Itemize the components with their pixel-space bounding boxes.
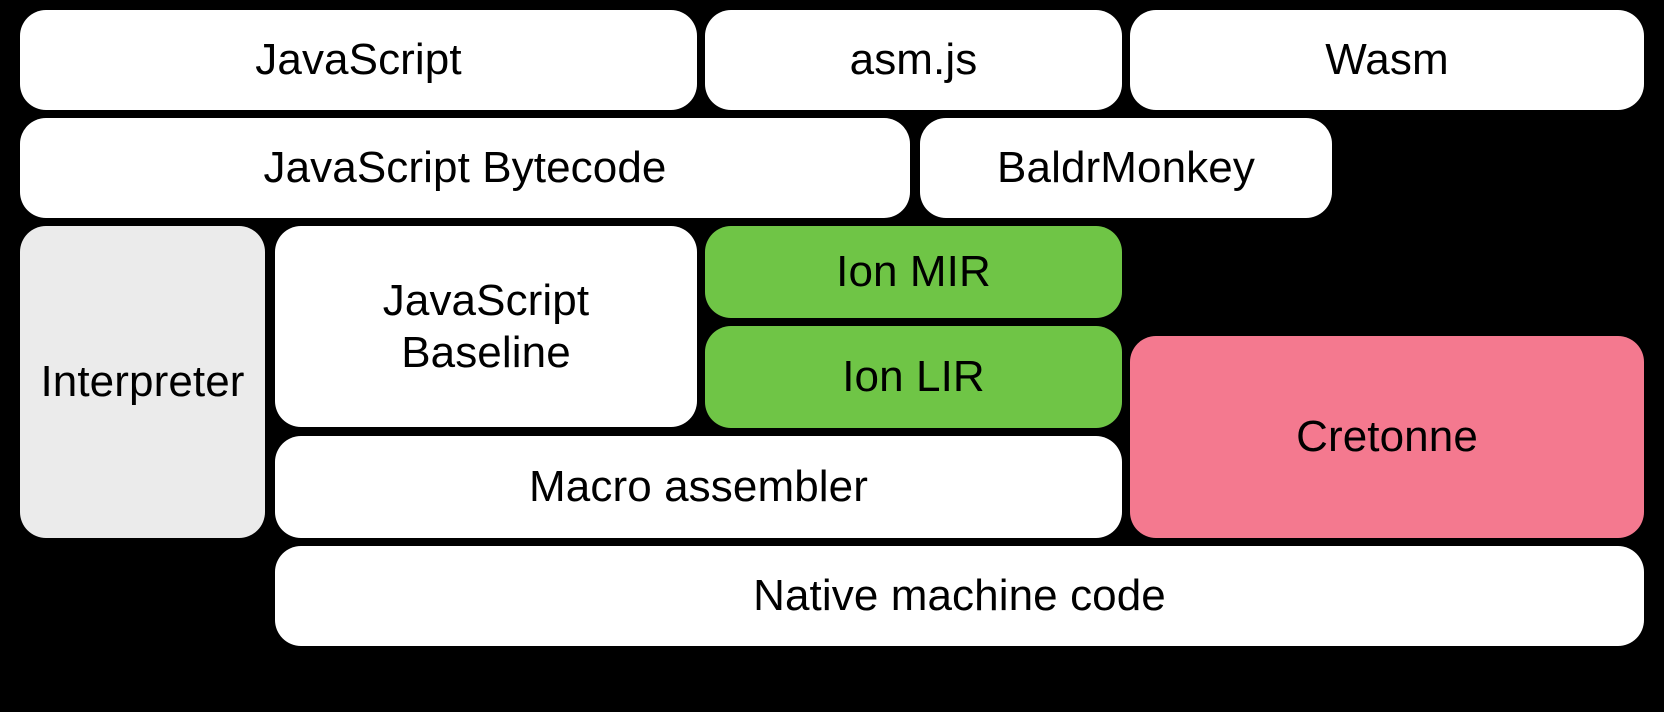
- node-cretonne: Cretonne: [1130, 336, 1644, 538]
- node-baldrmonkey: BaldrMonkey: [920, 118, 1332, 218]
- node-wasm: Wasm: [1130, 10, 1644, 110]
- node-ion-mir: Ion MIR: [705, 226, 1122, 318]
- node-native-machine-code: Native machine code: [275, 546, 1644, 646]
- node-javascript-baseline: JavaScript Baseline: [275, 226, 697, 427]
- node-macro-assembler: Macro assembler: [275, 436, 1122, 538]
- node-ion-lir: Ion LIR: [705, 326, 1122, 428]
- node-interpreter: Interpreter: [20, 226, 265, 538]
- node-javascript: JavaScript: [20, 10, 697, 110]
- node-javascript-bytecode: JavaScript Bytecode: [20, 118, 910, 218]
- node-asm-js: asm.js: [705, 10, 1122, 110]
